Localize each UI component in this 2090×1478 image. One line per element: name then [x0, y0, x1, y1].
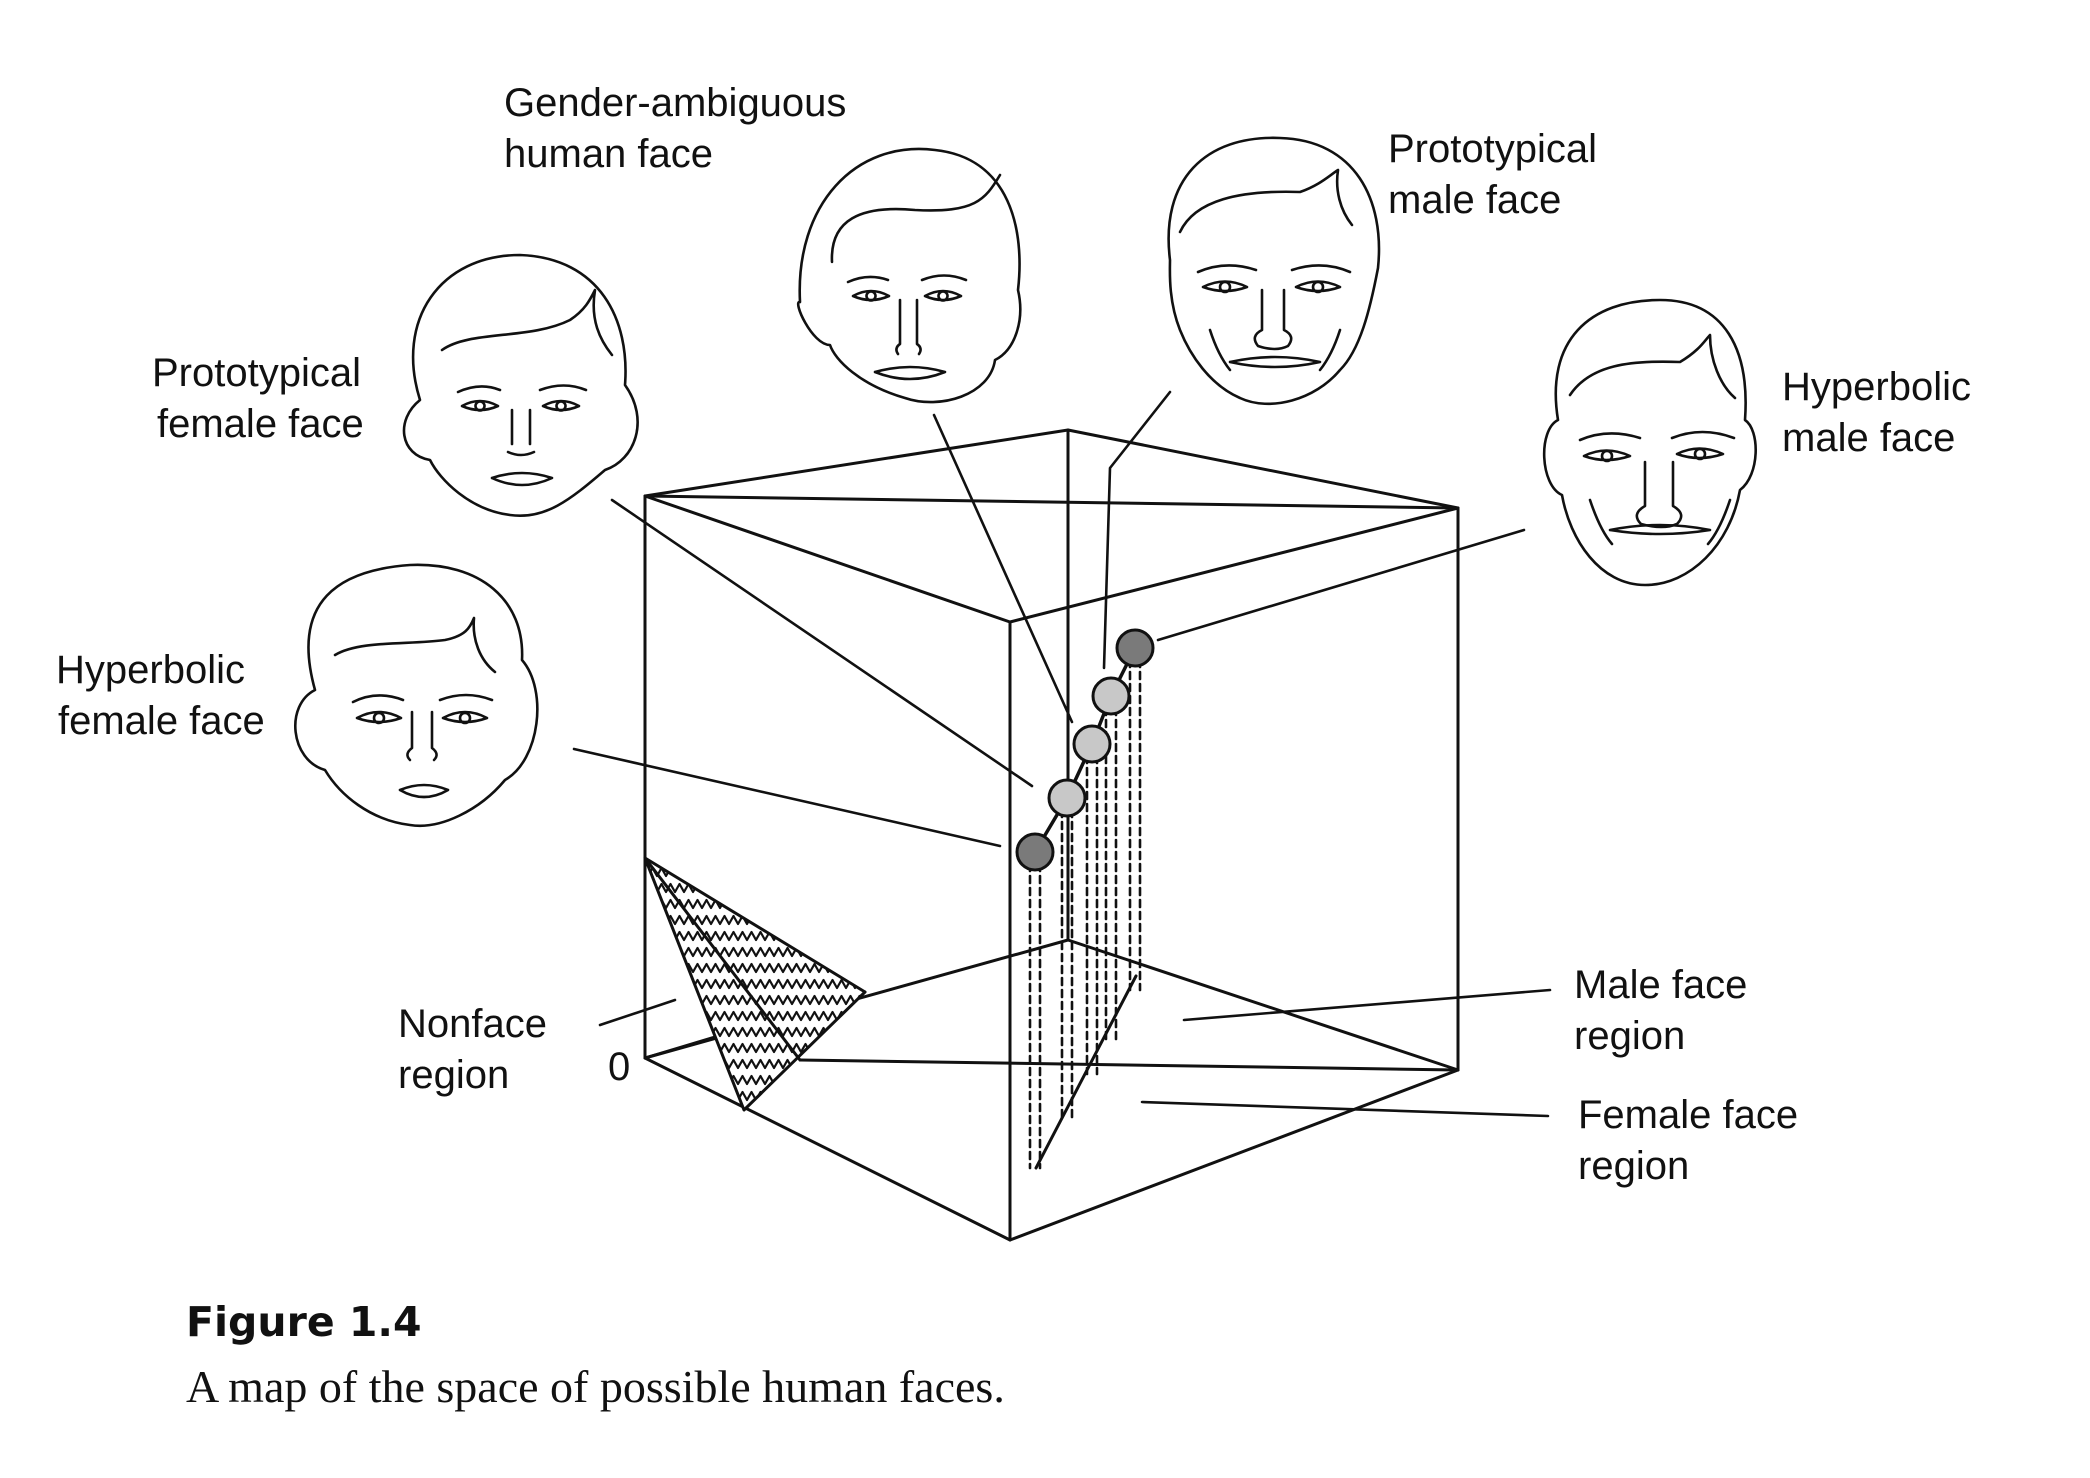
hyperbolic-female-face-drawing	[294, 563, 539, 828]
leader-lines	[572, 390, 1552, 1118]
label-male-face-region-line1: Male face	[1574, 963, 1747, 1007]
label-male-face-region-line2: region	[1574, 1014, 1685, 1058]
figure-caption-title: Figure 1.4	[186, 1298, 422, 1346]
label-prototypical-male-line1: Prototypical	[1388, 127, 1597, 171]
label-hyperbolic-male-line2: male face	[1782, 416, 1955, 460]
leader-female-region	[1140, 1100, 1550, 1118]
leader-prototypical-male	[1102, 390, 1172, 670]
label-origin: 0	[608, 1045, 630, 1089]
label-gender-ambiguous-line1: Gender-ambiguous	[504, 81, 846, 125]
label-hyperbolic-female-line2: female face	[58, 699, 265, 743]
cube-diagonal-top	[643, 494, 1460, 510]
label-nonface-region-line1: Nonface	[398, 1002, 547, 1046]
leader-hyperbolic-female	[572, 747, 1002, 848]
face-points	[1015, 628, 1155, 872]
prototypical-male-point	[1091, 676, 1131, 716]
prototypical-male-face-drawing	[1167, 136, 1381, 406]
cube-frame	[643, 428, 1460, 1242]
label-female-face-region-line2: region	[1578, 1144, 1689, 1188]
cube-bottom-back-right-edge	[1066, 938, 1460, 1072]
label-prototypical-female-line2: female face	[157, 402, 364, 446]
leader-nonface	[598, 998, 677, 1027]
nonface-region	[643, 856, 867, 1112]
figure-caption-text: A map of the space of possible human fac…	[186, 1361, 1005, 1412]
cube-bottom-front-right-edge	[1008, 1068, 1460, 1242]
gender-ambiguous-face-drawing	[797, 147, 1022, 404]
prototypical-female-face-drawing	[402, 253, 639, 518]
label-female-face-region-line1: Female face	[1578, 1093, 1798, 1137]
hyperbolic-male-face-drawing	[1542, 298, 1757, 587]
leader-hyperbolic-male	[1156, 528, 1526, 642]
label-prototypical-male-line2: male face	[1388, 178, 1561, 222]
face-projection-lines	[1028, 646, 1142, 1170]
gender-ambiguous-point	[1072, 724, 1112, 764]
hyperbolic-male-point	[1115, 628, 1155, 668]
label-prototypical-female-line1: Prototypical	[152, 351, 361, 395]
female-region-boundary	[798, 1058, 1460, 1072]
label-hyperbolic-male-line1: Hyperbolic	[1782, 365, 1971, 409]
leader-male-region	[1182, 988, 1552, 1022]
label-hyperbolic-female-line1: Hyperbolic	[56, 648, 245, 692]
leader-gender-ambiguous	[932, 413, 1074, 724]
prototypical-female-point	[1047, 778, 1087, 818]
cube-bottom-front-left-edge	[643, 1056, 1012, 1242]
hyperbolic-female-point	[1015, 832, 1055, 872]
label-nonface-region-line2: region	[398, 1053, 509, 1097]
leader-prototypical-female	[610, 498, 1034, 788]
cube-top-face	[643, 428, 1460, 624]
label-gender-ambiguous-line2: human face	[504, 132, 713, 176]
